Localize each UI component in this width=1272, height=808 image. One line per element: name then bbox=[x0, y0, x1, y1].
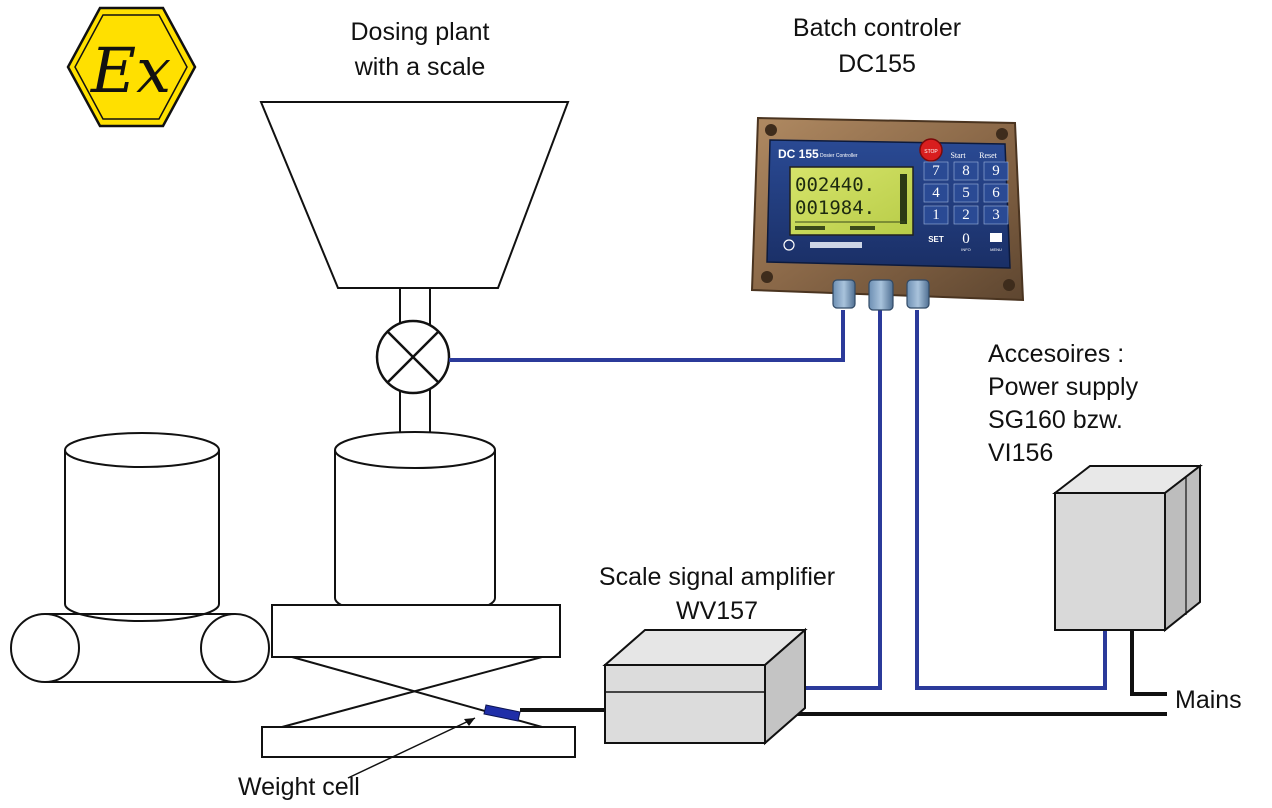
scale-platform bbox=[261, 604, 576, 758]
label-dosing-plant-line1: Dosing plant bbox=[351, 18, 490, 46]
reset-label: Reset bbox=[979, 151, 998, 160]
keypad-key-bg[interactable] bbox=[983, 161, 1009, 181]
controller-lcd bbox=[789, 166, 914, 236]
keypad-key-1[interactable]: 1 bbox=[932, 207, 940, 223]
zero-key[interactable]: 0 bbox=[962, 231, 970, 247]
keypad-key-8[interactable]: 8 bbox=[962, 163, 970, 179]
dosing-hopper bbox=[259, 101, 570, 451]
label-batch-controller-line1: Batch controler bbox=[793, 14, 961, 42]
label-dosing-plant-line2: with a scale bbox=[354, 53, 486, 81]
keypad-key-bg[interactable] bbox=[953, 205, 979, 225]
label-accessories-line4: VI156 bbox=[988, 439, 1053, 467]
label-amplifier-line1: Scale signal amplifier bbox=[599, 563, 835, 591]
set-key[interactable]: SET bbox=[928, 235, 944, 244]
label-amplifier-line2: WV157 bbox=[676, 597, 758, 625]
label-accessories-line3: SG160 bzw. bbox=[988, 406, 1123, 434]
lcd-line-2: 001984. bbox=[795, 197, 875, 219]
label-batch-controller-line2: DC155 bbox=[838, 50, 916, 78]
controller-model: DC 155 bbox=[778, 147, 819, 161]
housing-screw bbox=[765, 124, 777, 136]
arrow-key-icon[interactable] bbox=[990, 233, 1002, 242]
power-supply-front bbox=[1054, 492, 1166, 631]
weight-cell bbox=[347, 704, 521, 779]
keypad-key-bg[interactable] bbox=[953, 161, 979, 181]
keypad-key-bg[interactable] bbox=[923, 205, 949, 225]
label-weight-cell: Weight cell bbox=[238, 773, 360, 801]
lcd-line-1: 002440. bbox=[795, 174, 875, 196]
keypad-key-bg[interactable] bbox=[953, 183, 979, 203]
cable-controller-power bbox=[915, 310, 1107, 690]
hopper-pipe-upper bbox=[399, 287, 431, 326]
conveyor-barrel bbox=[64, 432, 220, 622]
batch-controller-device: DC 155 Dosier Controller 002440. 001984.… bbox=[750, 116, 1025, 311]
scale-top-plate bbox=[271, 604, 561, 658]
power-supply-box bbox=[1052, 463, 1203, 633]
start-label: Start bbox=[950, 151, 966, 160]
keypad-key-9[interactable]: 9 bbox=[992, 163, 1000, 179]
lcd-bargraph bbox=[900, 174, 907, 224]
cable-glands bbox=[832, 279, 930, 311]
keypad-key-bg[interactable] bbox=[923, 183, 949, 203]
keypad-key-2[interactable]: 2 bbox=[962, 207, 970, 223]
housing-screw bbox=[761, 271, 773, 283]
label-accessories-line1: Accesoires : bbox=[988, 340, 1124, 368]
stop-button-label: STOP bbox=[924, 149, 938, 155]
cable-mains-power bbox=[1130, 630, 1167, 696]
keypad-key-6[interactable]: 6 bbox=[992, 185, 1000, 201]
keypad-key-bg[interactable] bbox=[923, 161, 949, 181]
container-on-scale bbox=[334, 431, 496, 617]
ex-hazard-icon: Ex bbox=[66, 6, 197, 128]
label-accessories-line2: Power supply bbox=[988, 373, 1139, 401]
keypad-key-5[interactable]: 5 bbox=[962, 185, 970, 201]
weight-cell-body bbox=[483, 704, 521, 722]
cable-gland-1 bbox=[832, 279, 856, 309]
cables bbox=[449, 310, 1167, 716]
keypad-key-4[interactable]: 4 bbox=[932, 185, 940, 201]
ex-symbol-text: Ex bbox=[90, 34, 171, 107]
keypad-key-7[interactable]: 7 bbox=[932, 163, 940, 179]
cable-controller-amplifier bbox=[773, 310, 882, 690]
ex-hexagon bbox=[66, 6, 197, 128]
conveyor-belt bbox=[10, 613, 270, 683]
controller-subtitle: Dosier Controller bbox=[820, 153, 858, 159]
type-plate bbox=[810, 242, 862, 248]
scale-base-plate bbox=[261, 726, 576, 758]
menu-key[interactable]: MENU bbox=[990, 247, 1002, 252]
keypad: 7 8 9 4 5 6 1 2 3 bbox=[923, 161, 1009, 225]
dosing-valve bbox=[375, 319, 451, 395]
keypad-key-3[interactable]: 3 bbox=[992, 207, 1000, 223]
ex-hexagon-inner bbox=[74, 14, 188, 120]
keypad-key-bg[interactable] bbox=[983, 205, 1009, 225]
stop-button[interactable] bbox=[919, 138, 943, 162]
brand-logo-icon bbox=[783, 239, 795, 251]
housing-screw bbox=[996, 128, 1008, 140]
amplifier-front bbox=[604, 664, 766, 744]
label-mains: Mains bbox=[1175, 686, 1242, 714]
power-supply-side bbox=[1164, 463, 1201, 633]
info-label: INFO bbox=[961, 247, 971, 252]
amplifier-box bbox=[602, 627, 808, 746]
cable-gland-3 bbox=[906, 279, 930, 309]
hopper-funnel bbox=[259, 101, 570, 289]
keypad-key-bg[interactable] bbox=[983, 183, 1009, 203]
weight-cell-pointer bbox=[347, 717, 476, 779]
housing-screw bbox=[1003, 279, 1015, 291]
cable-gland-2 bbox=[868, 279, 894, 311]
cable-valve-controller bbox=[449, 310, 845, 362]
